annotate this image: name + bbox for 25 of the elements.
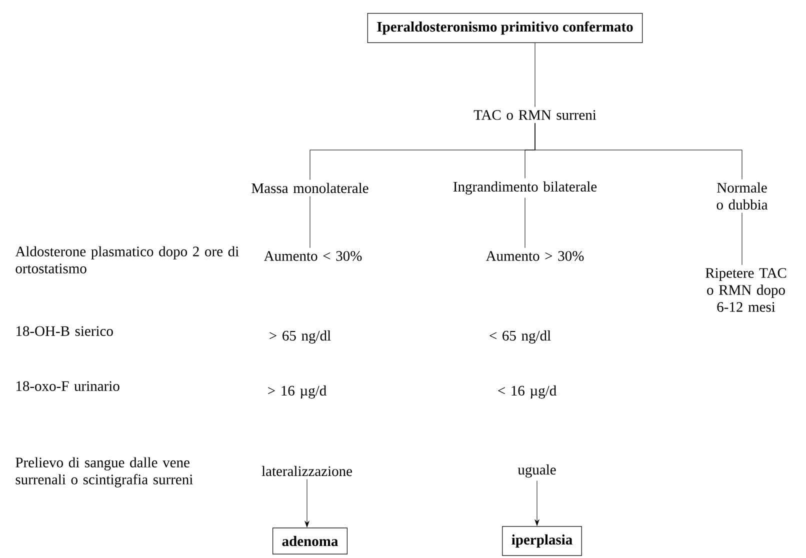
- branch-text: Ingrandimento bilaterale: [453, 181, 597, 195]
- diagnosis-box: iperplasia: [502, 526, 582, 556]
- row-label: 18-oxo-F urinario: [16, 381, 120, 391]
- advice-text: Ripetere TAC o RMN dopo 6-12 mesi: [706, 268, 786, 312]
- result-text: Aumento < 30%: [264, 251, 362, 261]
- arrow: [534, 480, 540, 526]
- row-label: 18-OH-B sierico: [16, 326, 113, 336]
- connector-line: [524, 198, 526, 248]
- branch-text: Normale o dubbia: [716, 182, 768, 210]
- value-text: < 65 ng/dl: [490, 330, 551, 344]
- result-text: uguale: [518, 464, 556, 478]
- result-text: lateralizzazione: [262, 466, 352, 476]
- arrow: [304, 479, 310, 528]
- connector-line: [534, 42, 536, 108]
- row-label: Prelievo di sangue dalle vene surrenali o scintigrafia surreni: [16, 457, 193, 488]
- result-text: Aumento > 30%: [486, 251, 584, 261]
- step-text: TAC o RMN surreni: [474, 110, 596, 120]
- diagnosis-box: adenoma: [272, 528, 348, 554]
- value-text: > 16 µg/d: [268, 385, 326, 399]
- title-box: Iperaldosteronismo primitivo confermato: [367, 13, 643, 43]
- value-text: < 16 µg/d: [498, 385, 556, 399]
- branch-text: Massa monolaterale: [252, 182, 368, 194]
- row-label: Aldosterone plasmatico dopo 2 ore di ortostatismo: [15, 246, 239, 274]
- value-text: > 65 ng/dl: [270, 330, 331, 344]
- connector-line: [534, 122, 742, 180]
